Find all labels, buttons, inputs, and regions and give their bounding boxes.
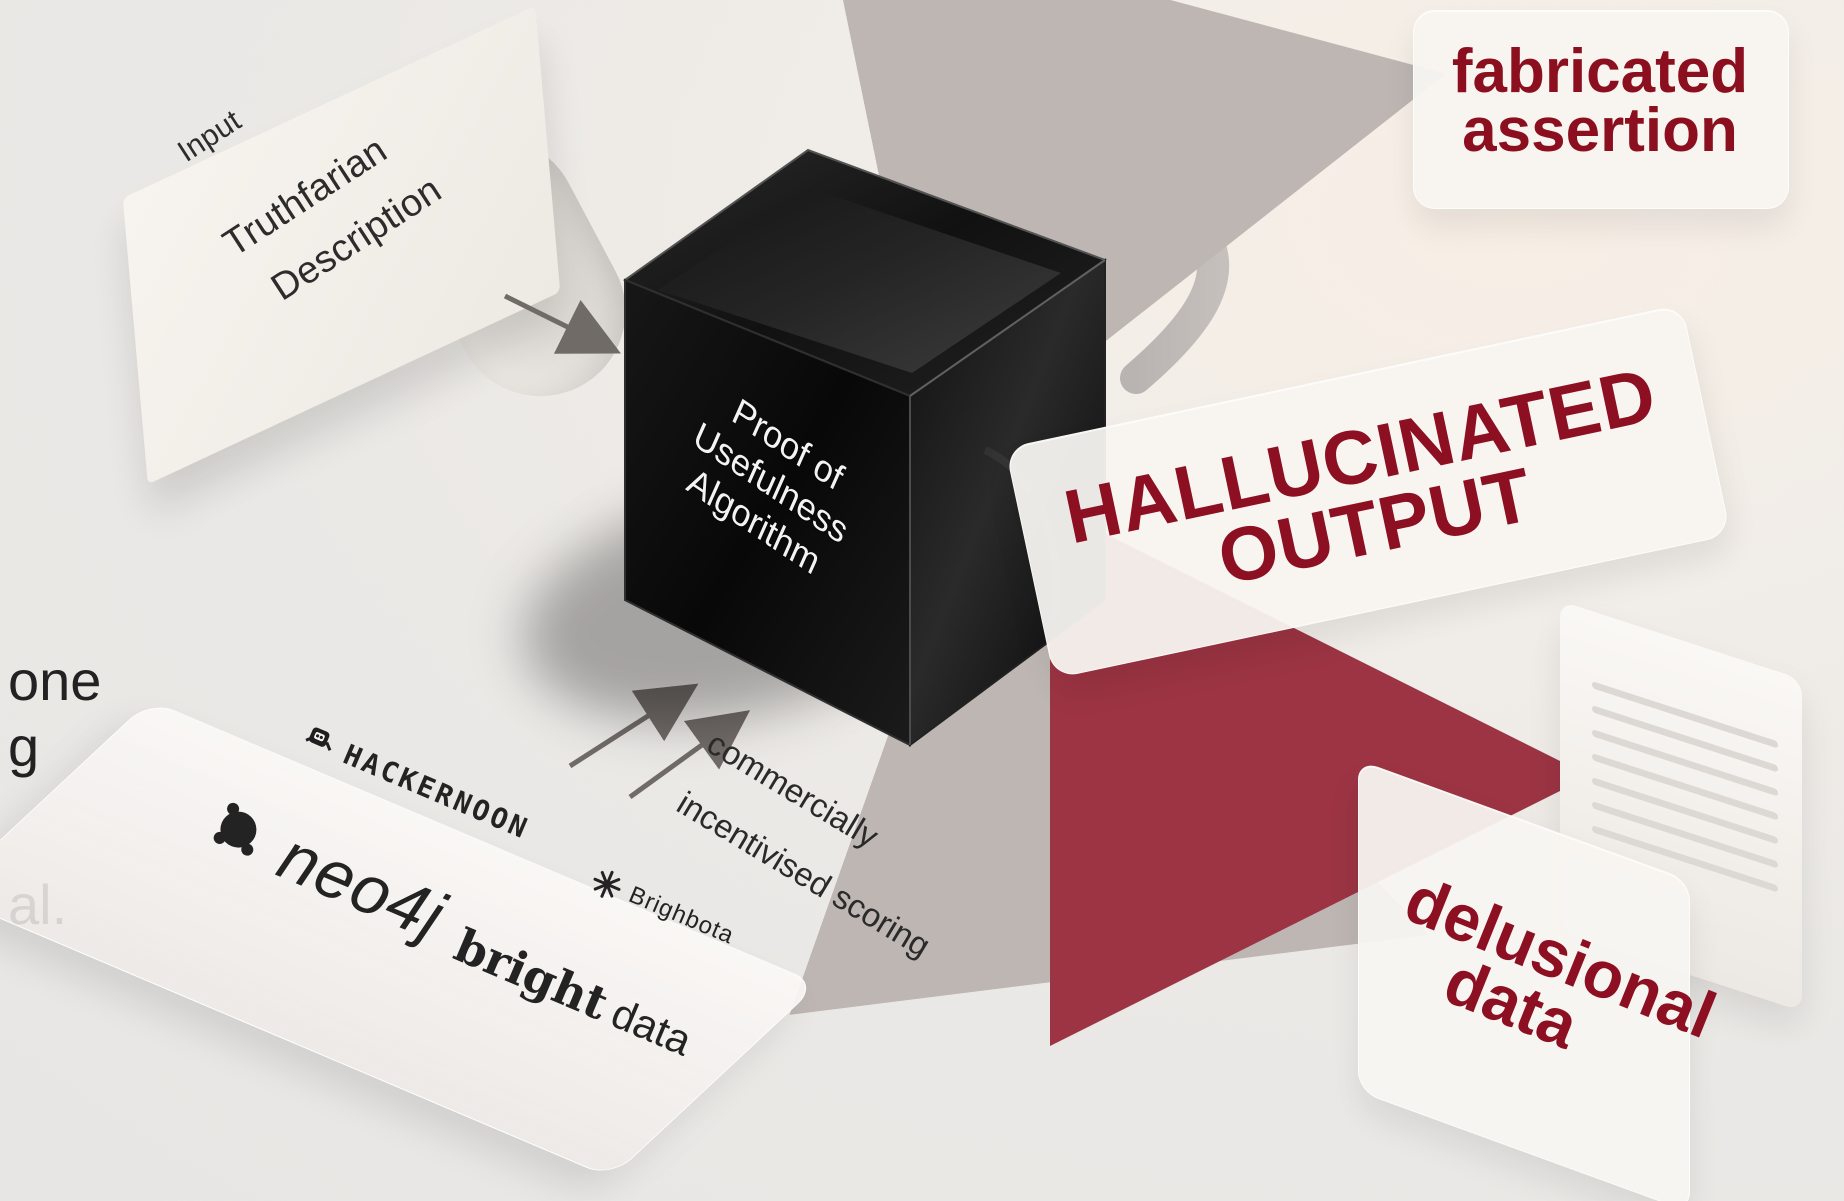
fabricated-line-2: assertion [1462,95,1738,165]
left-text-fragment: g [8,715,40,778]
brightbota-logo: Brighbota [585,862,740,953]
cube-inner-top [658,188,1061,373]
fabricated-assertion-card [1413,10,1789,209]
hackernoon-icon [305,727,332,751]
fabricated-assertion-text: fabricated assertion [1413,37,1787,165]
left-text-fragment: one [8,649,102,712]
sponsor-arrow-1 [568,683,699,769]
hackernoon-logo: HACKERNOON [296,718,535,847]
fabricated-flow [823,0,1447,472]
fabricated-line-1: fabricated [1451,37,1749,106]
cube-highlight [909,259,1106,397]
delusional-flow-gray [789,471,1429,1015]
neo4j-logo: neo4j [200,788,456,956]
brightbota-icon [593,870,621,898]
neo4j-icon [213,802,257,856]
sponsor-arrow-2 [628,710,751,800]
delusional-flow-red [1049,505,1590,1046]
input-arrow [503,293,621,354]
